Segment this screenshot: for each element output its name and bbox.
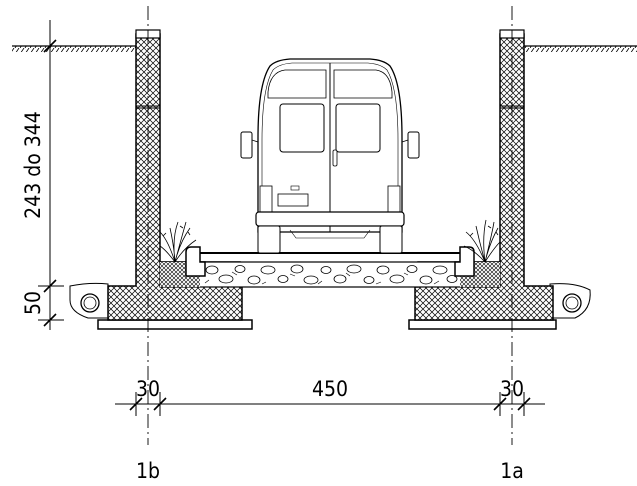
- plant-left: [159, 221, 197, 263]
- horizontal-dimension: [115, 392, 545, 416]
- dimension-left-wall: 30: [136, 377, 160, 401]
- footing-plate-right: [408, 319, 557, 330]
- axis-label-right: 1a: [500, 459, 524, 483]
- drainage-left: [69, 282, 109, 319]
- plant-right: [463, 219, 501, 263]
- dimension-right-wall: 30: [500, 377, 524, 401]
- ground-right: [522, 45, 637, 52]
- vertical-dimension: [38, 20, 64, 330]
- axis-label-left: 1b: [136, 459, 160, 483]
- ground-left: [12, 45, 138, 52]
- van-illustration: [240, 58, 420, 254]
- dimension-inner-width: 450: [312, 377, 348, 401]
- footing-plate-left: [97, 319, 253, 330]
- axis-lines: [147, 6, 513, 445]
- dimension-height-range: 243 do 344: [21, 111, 45, 219]
- dimension-footing-height: 50: [21, 291, 45, 315]
- road-base: [159, 261, 501, 288]
- drainage-right: [549, 283, 591, 319]
